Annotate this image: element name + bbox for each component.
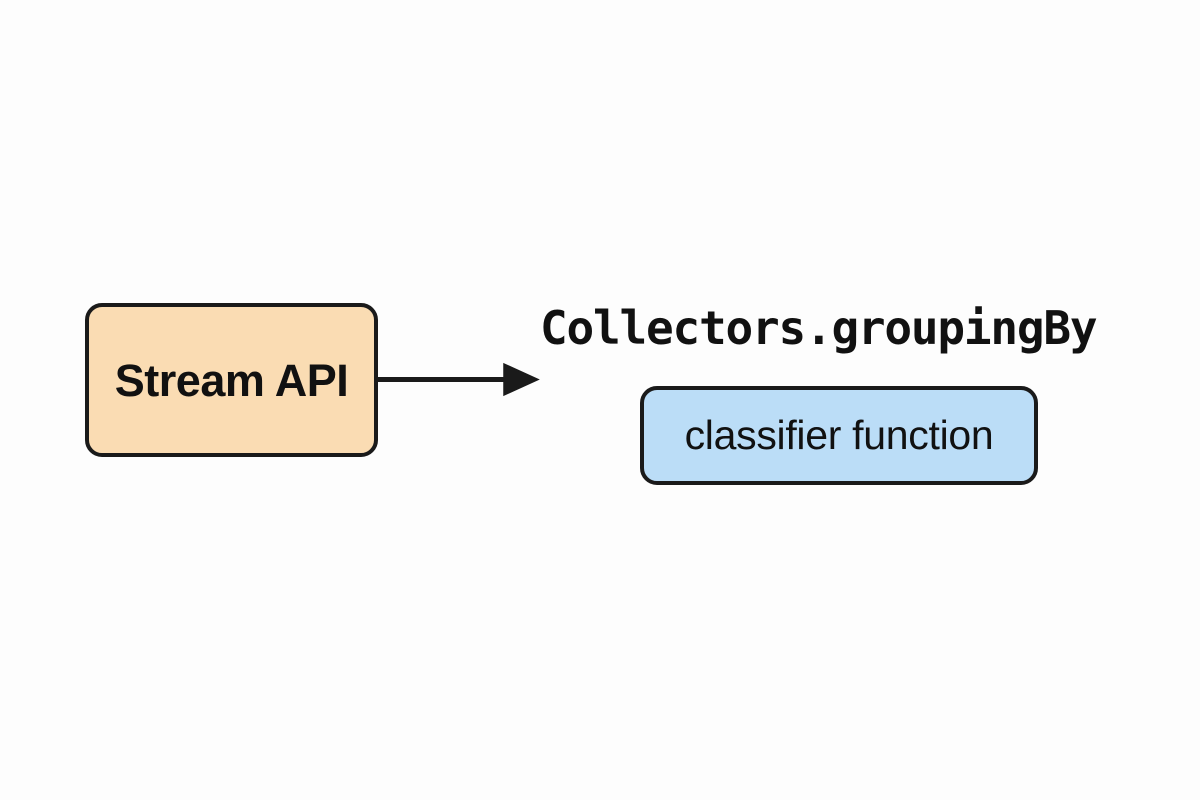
node-classifier-function[interactable]: classifier function xyxy=(640,386,1038,485)
node-classifier-function-label: classifier function xyxy=(684,412,994,458)
label-collectors-groupingby: Collectors.groupingBy xyxy=(540,301,1098,355)
edge-stream-api-to-collectors-groupingby xyxy=(370,352,550,408)
node-stream-api-label: Stream API xyxy=(114,354,349,406)
arrow-icon xyxy=(376,362,540,397)
node-stream-api[interactable]: Stream API xyxy=(85,303,378,457)
